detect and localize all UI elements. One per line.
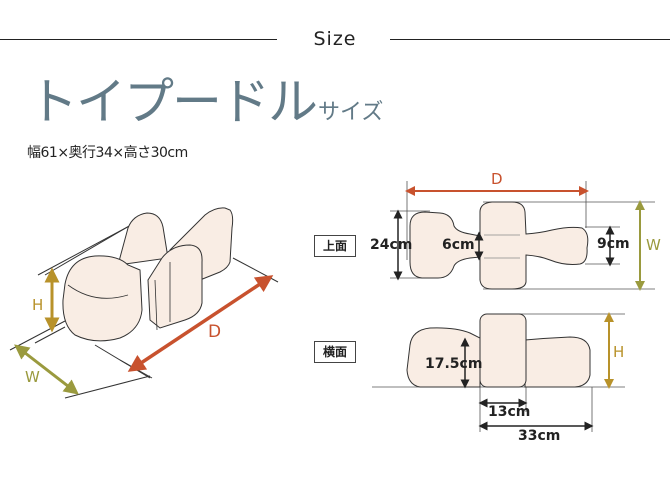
side-view-badge: 横面 [314, 341, 356, 363]
spec-dimensions: 幅61×奥行34×高さ30cm [27, 145, 188, 161]
side-block-width: 13cm [488, 404, 531, 420]
iso-view [9, 207, 279, 399]
top-width-label: W [646, 236, 661, 254]
side-height-label: H [613, 343, 625, 361]
top-view-badge: 上面 [314, 235, 356, 257]
iso-width-label: W [25, 368, 40, 386]
side-total-width: 33cm [518, 428, 561, 444]
header-rule-right [390, 39, 670, 40]
title-suffix: サイズ [318, 100, 384, 125]
header-rule-left [0, 39, 277, 40]
product-name: トイプードル [28, 73, 318, 131]
top-left-height: 24cm [370, 237, 413, 253]
side-left-height: 17.5cm [425, 356, 483, 372]
section-label: Size [313, 28, 357, 50]
top-depth-label: D [491, 170, 503, 188]
iso-height-label: H [32, 296, 44, 314]
iso-depth-label: D [208, 322, 222, 342]
top-view [390, 181, 655, 291]
top-neck-width: 6cm [442, 237, 475, 253]
side-view [372, 312, 625, 432]
top-right-height: 9cm [597, 236, 630, 252]
page-title: トイプードルサイズ [28, 62, 383, 134]
